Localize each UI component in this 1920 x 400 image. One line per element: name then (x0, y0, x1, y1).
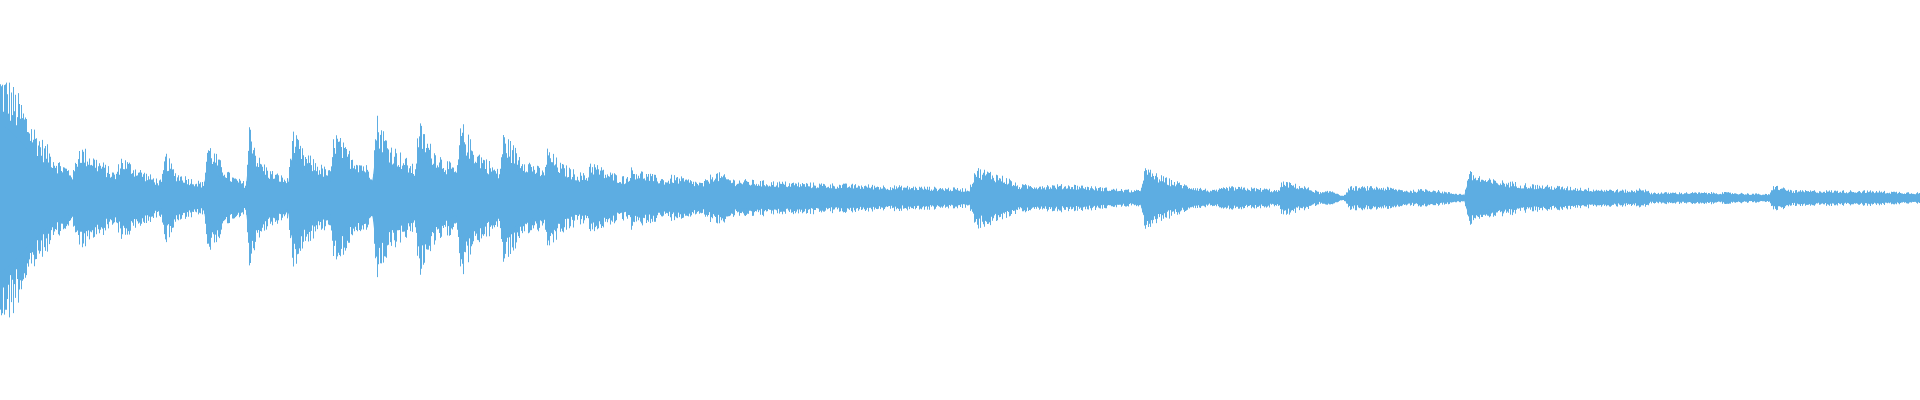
waveform-core (0, 124, 1919, 272)
waveform-samples (0, 82, 1920, 318)
